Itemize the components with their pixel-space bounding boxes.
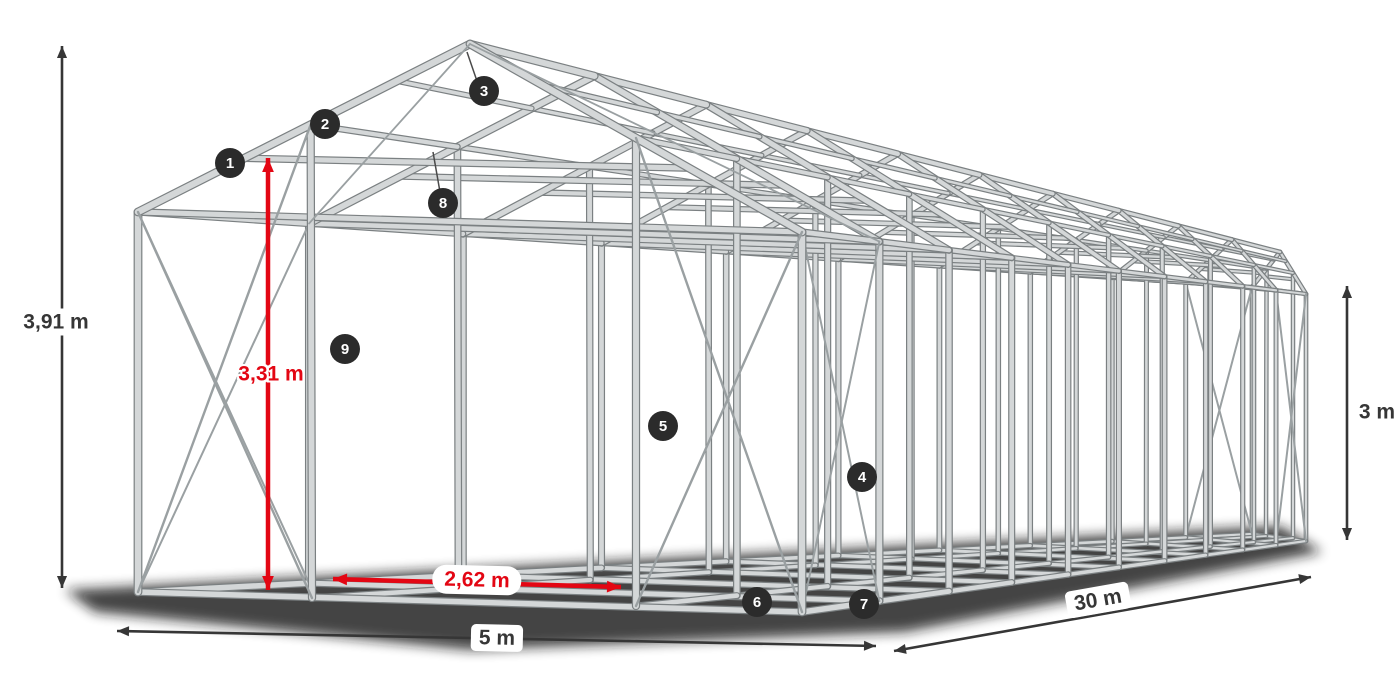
steel-frame — [133, 39, 1309, 617]
part-marker-1[interactable]: 1 — [215, 148, 245, 178]
part-marker-4[interactable]: 4 — [847, 462, 877, 492]
part-marker-6[interactable]: 6 — [742, 587, 772, 617]
arrow-total-height — [56, 46, 68, 588]
part-marker-7[interactable]: 7 — [849, 589, 879, 619]
part-marker-8[interactable]: 8 — [428, 188, 458, 218]
part-marker-2[interactable]: 2 — [310, 109, 340, 139]
arrow-entrance-height — [262, 158, 274, 590]
arrow-side-height — [1341, 286, 1353, 540]
dimension-arrows — [56, 46, 1353, 654]
part-marker-3[interactable]: 3 — [469, 76, 499, 106]
part-marker-5[interactable]: 5 — [648, 411, 678, 441]
ground-shadow — [65, 526, 1322, 650]
part-marker-9[interactable]: 9 — [330, 334, 360, 364]
